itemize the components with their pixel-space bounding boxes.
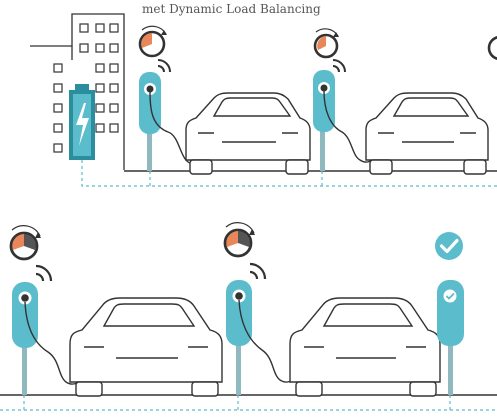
check-icon [435, 232, 463, 260]
power-gauge-icon [11, 226, 41, 259]
charging-station-icon [226, 280, 296, 395]
power-gauge-icon [225, 223, 255, 256]
power-gauge-icon [315, 29, 339, 57]
car-icon [366, 93, 488, 174]
signal-waves-icon [333, 60, 345, 72]
car-icon [186, 93, 310, 174]
car-icon [70, 298, 222, 396]
power-gauge-icon [140, 26, 167, 56]
power-cable-bottom [0, 395, 497, 410]
car-icon [290, 298, 440, 396]
caption: met Dynamic Load Balancing [142, 2, 321, 16]
signal-waves-icon [158, 60, 170, 72]
power-gauge-icon [489, 37, 497, 59]
signal-waves-icon [250, 264, 265, 279]
charging-station-icon [437, 280, 464, 395]
charging-station-icon [313, 70, 374, 171]
battery-icon [69, 84, 95, 160]
signal-waves-icon [36, 266, 51, 281]
